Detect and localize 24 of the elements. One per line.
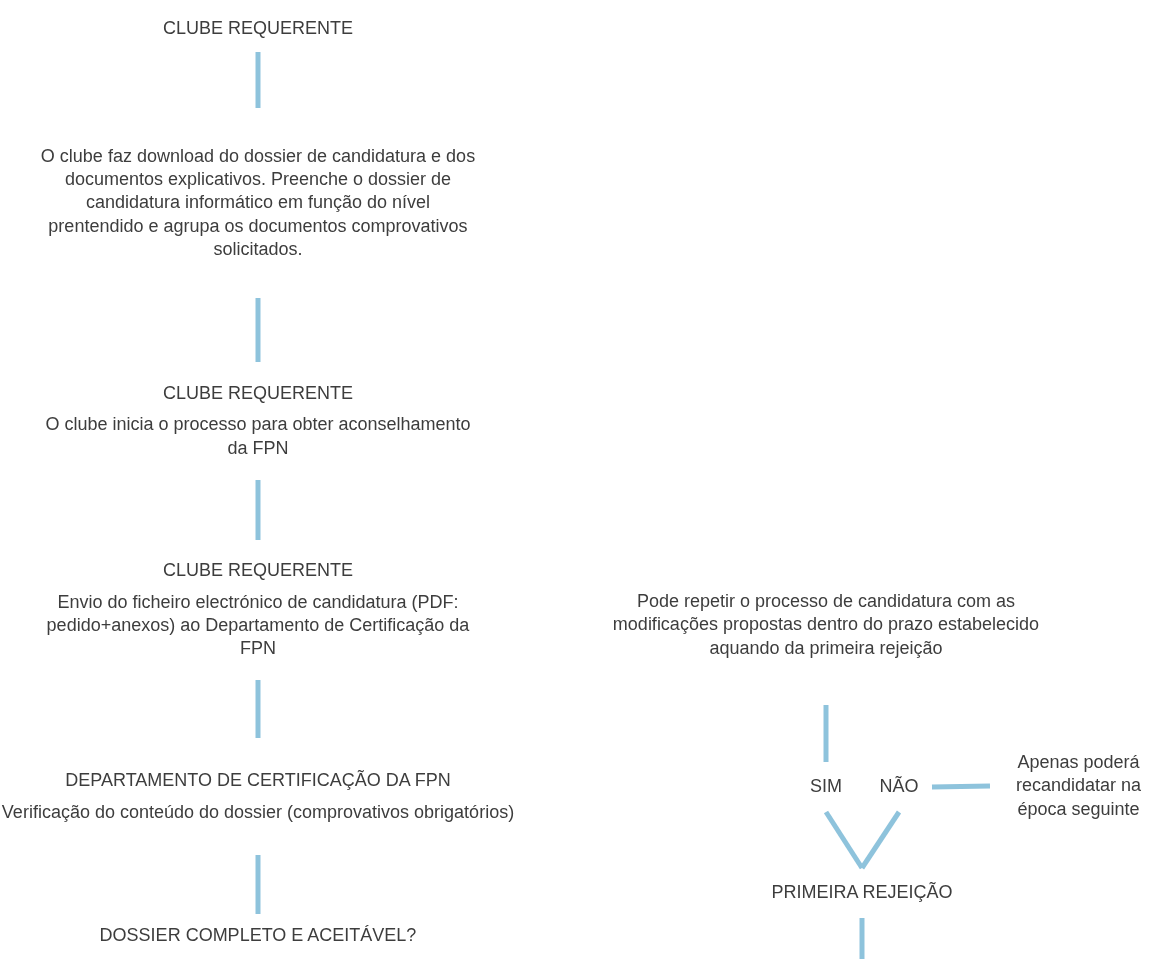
connector-line	[859, 810, 902, 870]
connector-line	[255, 52, 261, 108]
node-text: O clube inicia o processo para obter aconselhamento da FPN	[44, 413, 472, 460]
node-text: Verificação do conteúdo do dossier (comprovativos obrigatórios)	[1, 800, 515, 824]
node-text: CLUBE REQUERENTE	[162, 17, 353, 41]
node-heading: CLUBE REQUERENTE	[162, 381, 353, 405]
connector-line	[931, 783, 991, 790]
connector-line	[823, 810, 865, 870]
connector-line	[255, 298, 261, 362]
node-text: PRIMEIRA REJEIÇÃO	[771, 881, 953, 905]
node-heading: DEPARTAMENTO DE CERTIFICAÇÃO DA FPN	[65, 769, 451, 793]
node-text: NÃO	[879, 775, 919, 799]
connector-line	[255, 680, 261, 738]
node-text: Apenas poderá recandidatar na época seguinte	[1014, 750, 1143, 821]
connector-line	[859, 918, 865, 959]
node-text: O clube faz download do dossier de candidatura e dos documentos explicativos. Preenche o dossier de candidatura informático em função do nível prentendido e agrupa os documentos comprovativos solicitados.	[39, 144, 477, 262]
connector-line	[255, 480, 261, 540]
node-text: DOSSIER COMPLETO E ACEITÁVEL?	[99, 924, 417, 948]
connector-line	[823, 705, 829, 762]
connector-line	[255, 855, 261, 914]
node-heading: CLUBE REQUERENTE	[162, 559, 353, 583]
node-text: Pode repetir o processo de candidatura com as modificações propostas dentro do prazo estabelecido aquando da primeira rejeição	[611, 589, 1041, 660]
node-text: SIM	[810, 775, 842, 799]
node-text: Envio do ficheiro electrónico de candidatura (PDF: pedido+anexos) ao Departamento de Certificação da FPN	[45, 590, 471, 661]
